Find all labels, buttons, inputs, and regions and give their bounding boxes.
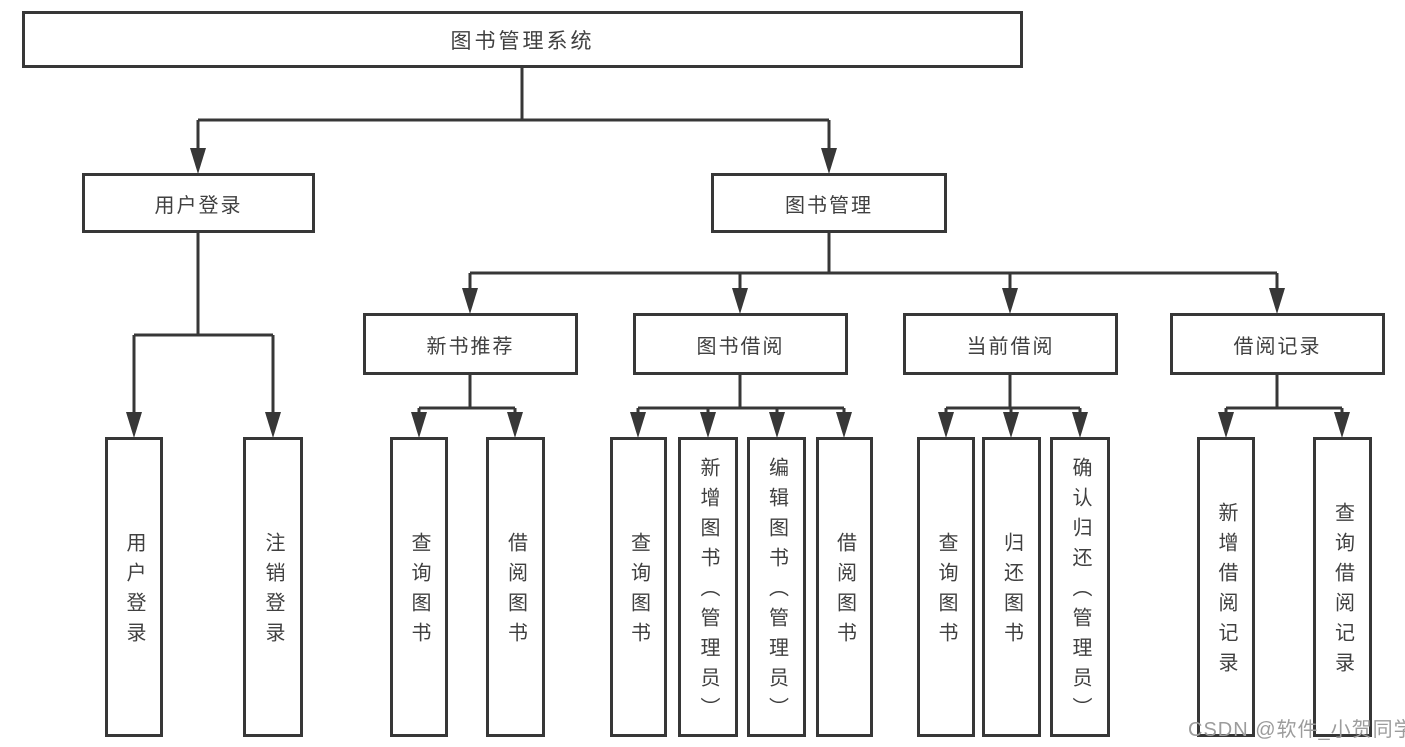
leaf-borrowing-borrow-books: 借阅图书 bbox=[816, 437, 873, 737]
node-current-borrowing-label: 当前借阅 bbox=[966, 335, 1055, 358]
leaf-current-confirm-return-admin-label: 确认归还（管理员） bbox=[1069, 457, 1091, 727]
leaf-borrowing-borrow-books-label: 借阅图书 bbox=[833, 532, 856, 652]
watermark: CSDN @软件_小贺同学 bbox=[1188, 719, 1405, 741]
node-new-book-recommend: 新书推荐 bbox=[363, 313, 578, 375]
leaf-current-query-books: 查询图书 bbox=[917, 437, 975, 737]
node-borrowing-records-label: 借阅记录 bbox=[1233, 335, 1322, 358]
leaf-borrowing-query-books-label: 查询图书 bbox=[627, 532, 650, 652]
node-borrowing-records: 借阅记录 bbox=[1170, 313, 1385, 375]
node-book-management-label: 图书管理 bbox=[785, 194, 873, 217]
node-user-login: 用户登录 bbox=[82, 173, 315, 233]
leaf-newbooks-query-books: 查询图书 bbox=[390, 437, 448, 737]
leaf-newbooks-borrow-books-label: 借阅图书 bbox=[504, 532, 527, 652]
leaf-newbooks-borrow-books: 借阅图书 bbox=[486, 437, 545, 737]
node-new-book-recommend-label: 新书推荐 bbox=[426, 335, 515, 358]
leaf-borrowing-add-books-admin: 新增图书（管理员） bbox=[678, 437, 738, 737]
node-current-borrowing: 当前借阅 bbox=[903, 313, 1118, 375]
leaf-current-return-books: 归还图书 bbox=[982, 437, 1041, 737]
leaf-records-add-record: 新增借阅记录 bbox=[1197, 437, 1255, 737]
leaf-records-query-record: 查询借阅记录 bbox=[1313, 437, 1372, 737]
leaf-borrowing-edit-books-admin: 编辑图书（管理员） bbox=[747, 437, 806, 737]
node-root-label: 图书管理系统 bbox=[450, 29, 595, 53]
node-book-borrowing: 图书借阅 bbox=[633, 313, 848, 375]
node-user-login-label: 用户登录 bbox=[154, 194, 243, 217]
leaf-newbooks-query-books-label: 查询图书 bbox=[408, 532, 430, 652]
leaf-records-query-record-label: 查询借阅记录 bbox=[1331, 502, 1354, 682]
leaf-records-add-record-label: 新增借阅记录 bbox=[1215, 502, 1237, 682]
leaf-borrowing-query-books: 查询图书 bbox=[610, 437, 667, 737]
node-root: 图书管理系统 bbox=[22, 11, 1023, 68]
leaf-current-return-books-label: 归还图书 bbox=[1000, 532, 1023, 652]
node-book-management: 图书管理 bbox=[711, 173, 947, 233]
node-book-borrowing-label: 图书借阅 bbox=[696, 335, 785, 358]
leaf-user-login: 用户登录 bbox=[105, 437, 163, 737]
leaf-logout: 注销登录 bbox=[243, 437, 303, 737]
leaf-current-confirm-return-admin: 确认归还（管理员） bbox=[1050, 437, 1110, 737]
leaf-borrowing-edit-books-admin-label: 编辑图书（管理员） bbox=[765, 457, 788, 727]
leaf-borrowing-add-books-admin-label: 新增图书（管理员） bbox=[697, 457, 719, 727]
leaf-logout-label: 注销登录 bbox=[262, 532, 284, 652]
leaf-user-login-label: 用户登录 bbox=[123, 532, 145, 652]
leaf-current-query-books-label: 查询图书 bbox=[935, 532, 957, 652]
